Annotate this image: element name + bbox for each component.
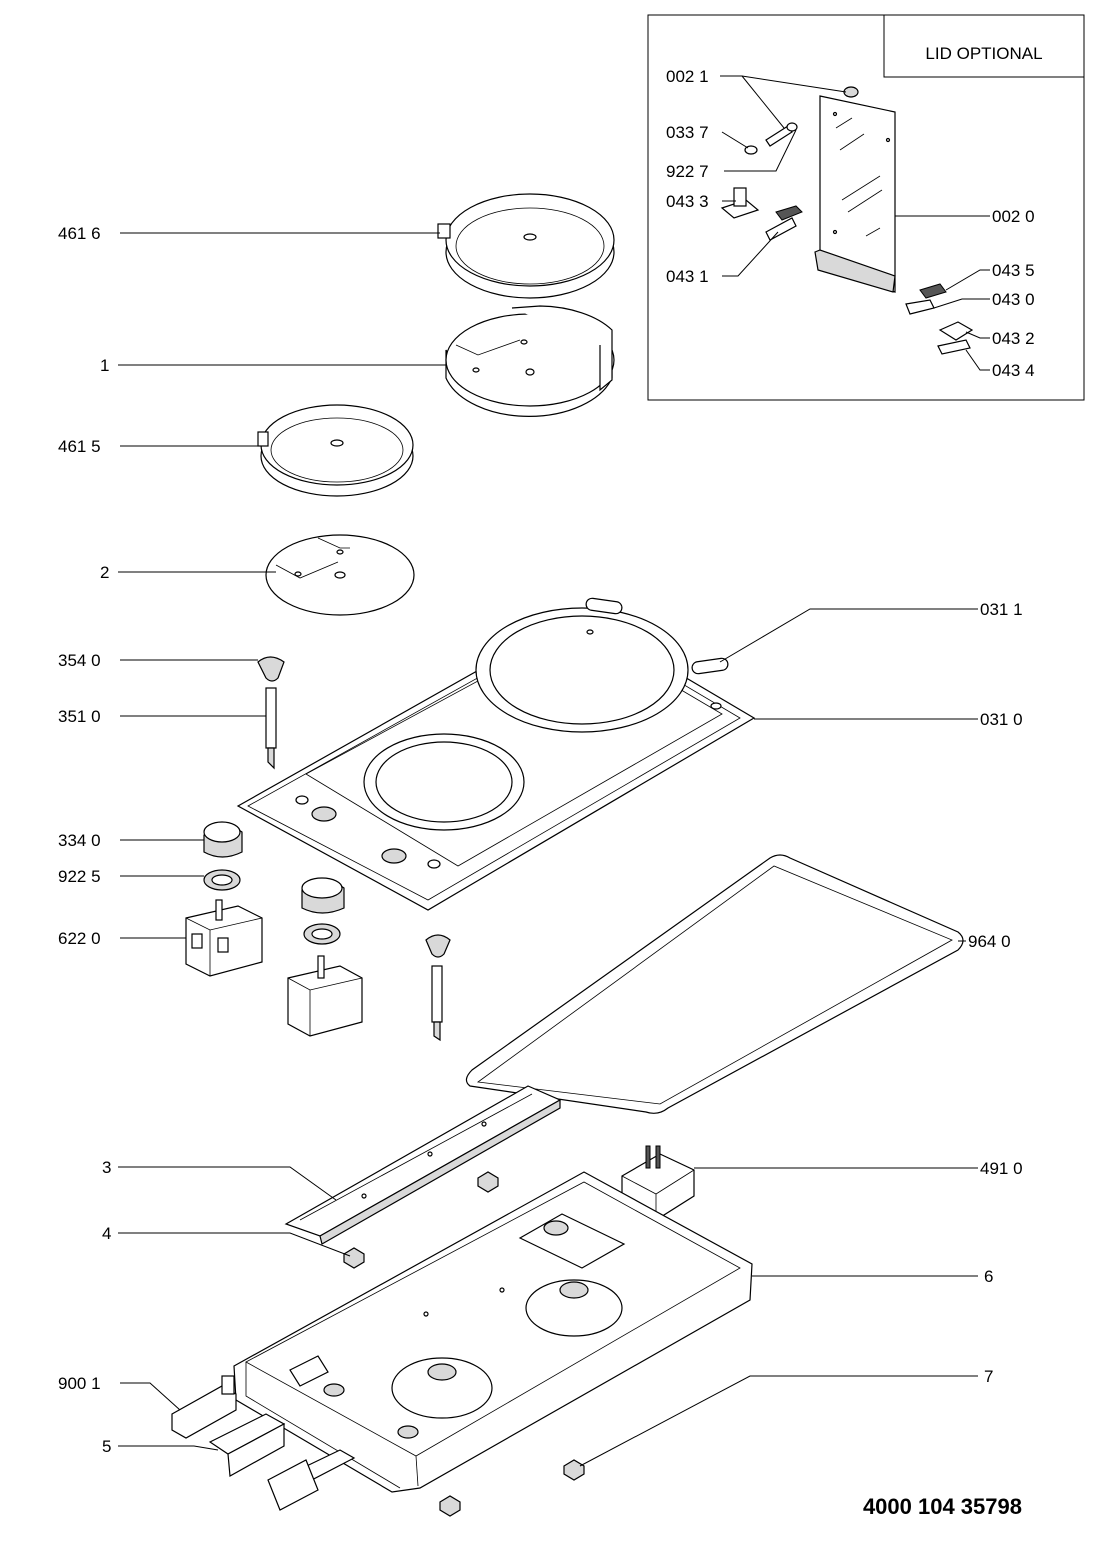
energy-regulator-left — [185, 899, 263, 977]
label-031-1: 031 1 — [980, 600, 1023, 619]
label-033-7: 033 7 — [666, 123, 709, 142]
label-043-1: 043 1 — [666, 267, 709, 286]
label-491-0: 491 0 — [980, 1159, 1023, 1178]
bottom-tray — [233, 1171, 753, 1493]
lid-optional-title: LID OPTIONAL — [925, 44, 1042, 63]
label-031-0: 031 0 — [980, 710, 1023, 729]
label-922-5: 922 5 — [58, 867, 101, 886]
hob-top-frame — [236, 597, 756, 911]
label-900-1: 900 1 — [58, 1374, 101, 1393]
label-922-7: 922 7 — [666, 162, 709, 181]
part-labels: 461 6 1 461 5 2 354 0 351 0 334 0 922 5 … — [58, 67, 1035, 1456]
control-knob-left — [203, 821, 243, 858]
knob-cap-small — [257, 656, 285, 682]
label-002-0: 002 0 — [992, 207, 1035, 226]
fixing-clips — [171, 1375, 356, 1511]
label-1: 1 — [100, 356, 109, 375]
label-3: 3 — [102, 1158, 111, 1177]
label-461-5: 461 5 — [58, 437, 101, 456]
lid-optional-box: LID OPTIONAL — [647, 14, 1085, 401]
label-002-1: 002 1 — [666, 67, 709, 86]
gasket — [465, 854, 964, 1114]
label-964-0: 964 0 — [968, 932, 1011, 951]
label-7: 7 — [984, 1367, 993, 1386]
label-354-0: 354 0 — [58, 651, 101, 670]
label-043-2: 043 2 — [992, 329, 1035, 348]
label-4: 4 — [102, 1224, 111, 1243]
spindle — [265, 687, 277, 770]
mounting-bracket — [284, 1085, 562, 1245]
label-043-4: 043 4 — [992, 361, 1035, 380]
label-5: 5 — [102, 1437, 111, 1456]
label-461-6: 461 6 — [58, 224, 101, 243]
lid-hinge-parts — [720, 86, 974, 355]
plate-disc-small — [265, 534, 415, 616]
label-622-0: 622 0 — [58, 929, 101, 948]
hotplate-large — [437, 193, 615, 299]
knob-bezel-left — [203, 869, 241, 891]
document-number: 4000 104 35798 — [863, 1494, 1022, 1519]
leader-lines — [118, 75, 990, 1467]
label-043-3: 043 3 — [666, 192, 709, 211]
label-043-5: 043 5 — [992, 261, 1035, 280]
label-334-0: 334 0 — [58, 831, 101, 850]
nut-parts — [343, 1171, 585, 1517]
hotplate-small — [257, 404, 414, 497]
label-2: 2 — [100, 563, 109, 582]
label-6: 6 — [984, 1267, 993, 1286]
glass-lid-part — [814, 95, 896, 293]
label-043-0: 043 0 — [992, 290, 1035, 309]
control-knob-right — [287, 877, 451, 1042]
plate-disc-large — [445, 305, 615, 417]
label-351-0: 351 0 — [58, 707, 101, 726]
